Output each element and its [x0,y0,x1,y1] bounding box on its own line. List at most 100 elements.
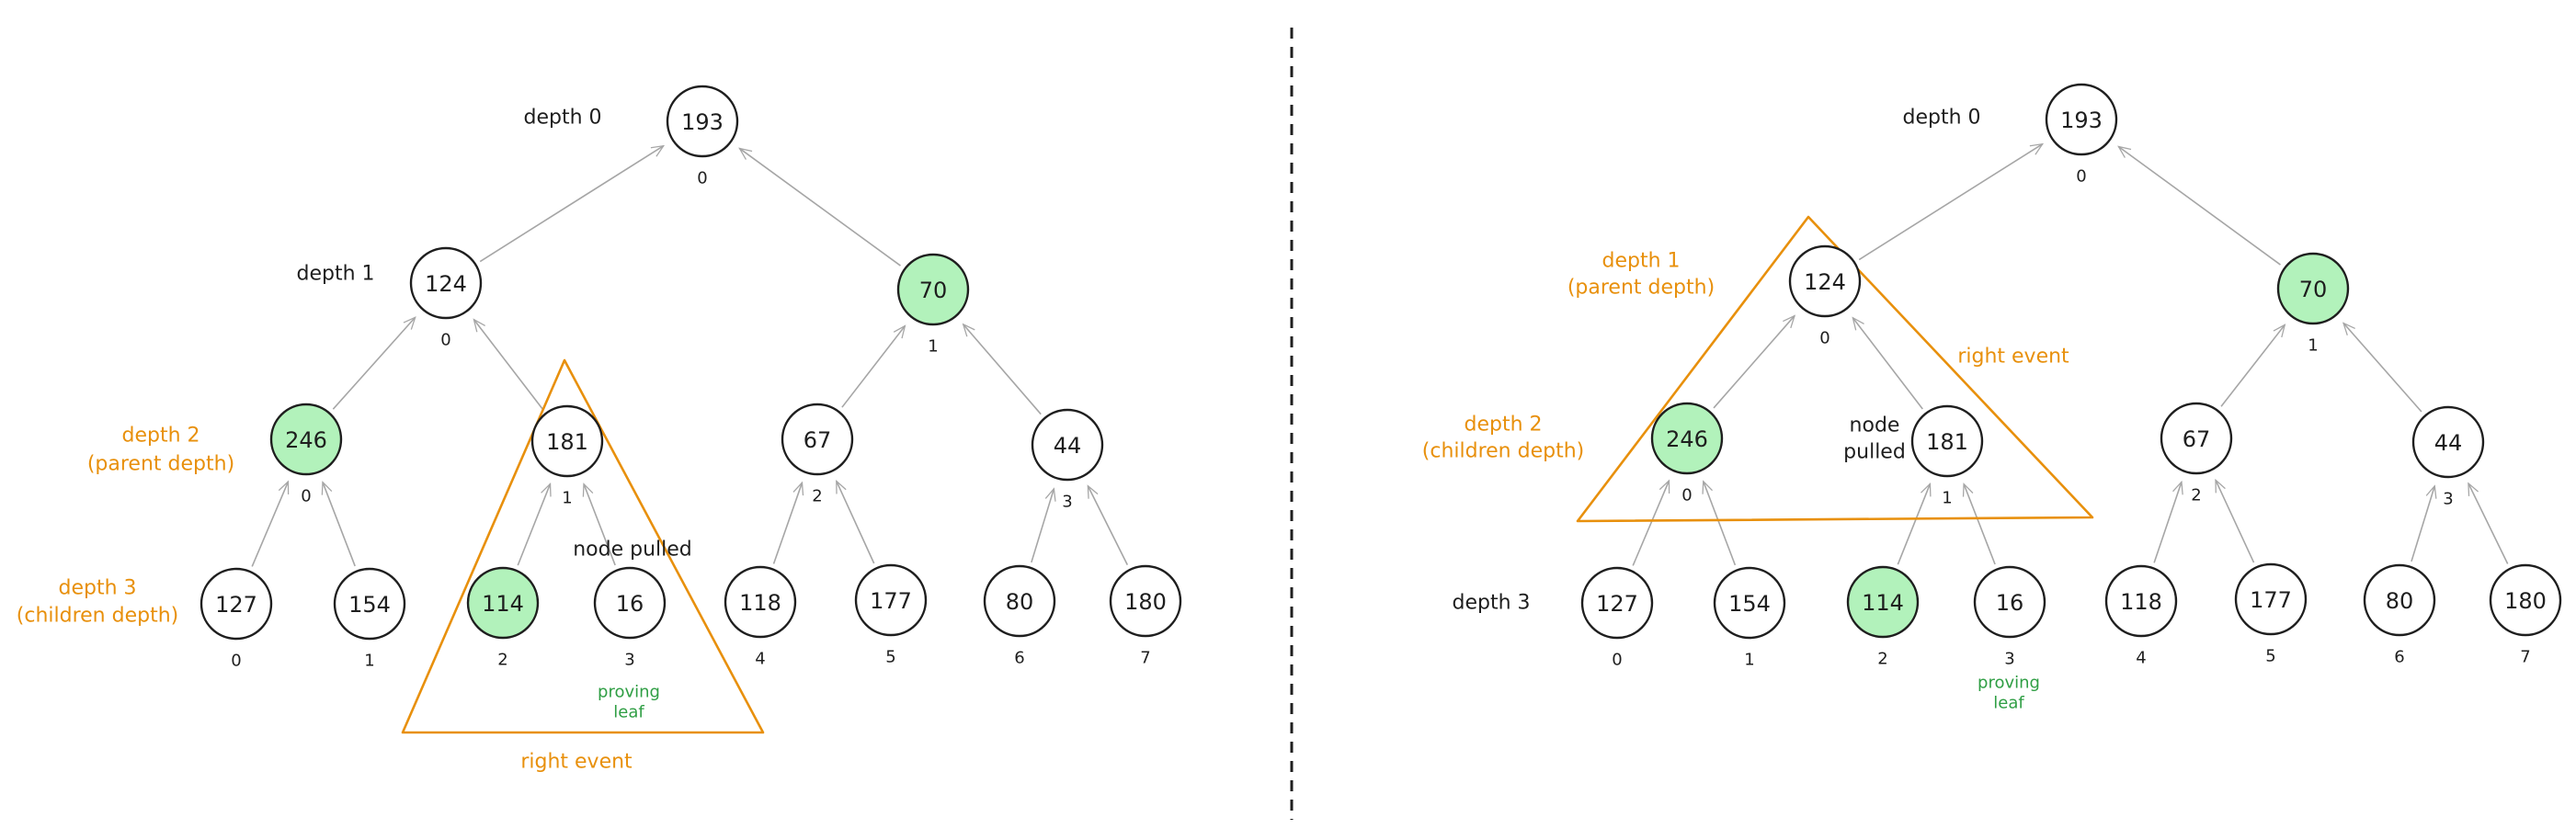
right-node-value-1: 124 [1804,269,1846,295]
right-node-value-7: 127 [1596,591,1638,617]
left-edge-3 [332,316,416,410]
left-node-value-0: 193 [681,109,724,135]
right-edge-11 [2153,480,2183,563]
right-tree-panel: 1930124070124601811672443127015411142163… [1422,83,2562,713]
left-node-value-6: 44 [1054,433,1082,459]
right-node-circle-0 [2045,83,2118,156]
left-node-index-0: 0 [697,169,707,188]
right-node-circle-9 [1846,565,1920,639]
right-node-circle-6 [2411,405,2485,479]
left-node-value-10: 16 [616,591,644,617]
left-proving-leaf-label: proving [598,683,660,702]
right-node-index-5: 2 [2191,486,2201,505]
left-depth3-label: depth 3 [58,577,136,600]
left-node-value-12: 177 [870,588,912,614]
left-node-index-1: 0 [440,331,450,350]
left-edge-5 [841,324,906,408]
right-node-index-10: 3 [2004,650,2014,669]
left-node-value-14: 180 [1124,589,1167,615]
left-node-value-3: 246 [285,427,327,453]
right-node-index-8: 1 [1744,651,1754,670]
right-node-circle-4 [1910,404,1984,478]
left-tree-node-6: 443 [1031,408,1104,512]
right-tree-node-13: 80 6 [2363,563,2436,667]
left-node-index-13: 6 [1014,649,1024,668]
left-node-circle-2 [896,253,970,326]
right-right-event-triangle [1576,215,2094,523]
left-tree-node-13: 80 6 [983,564,1056,668]
right-edge-14 [2468,482,2509,564]
right-node-value-13: 80 [2386,588,2414,614]
left-edge-13 [1031,487,1056,563]
right-node-value-8: 154 [1728,591,1771,617]
right-node-circle-10 [1973,565,2046,639]
right-node-circle-1 [1788,244,1862,318]
right-node-index-2: 1 [2308,336,2318,356]
right-tree-node-5: 672 [2160,402,2233,505]
right-node-circle-7 [1580,566,1654,640]
right-tree-node-2: 70 1 [2276,252,2350,356]
right-depth3-label: depth 3 [1452,592,1530,615]
left-node-value-11: 118 [739,590,781,616]
right-node-value-14: 180 [2504,588,2547,614]
right-node-value-2: 70 [2299,277,2328,302]
left-tree-node-11: 118 4 [724,565,797,669]
right-node-value-4: 181 [1926,429,1968,455]
left-node-circle-5 [781,403,854,476]
left-edge-9 [517,482,552,566]
right-node-circle-13 [2363,563,2436,637]
right-node-index-12: 5 [2265,647,2275,666]
left-node-circle-12 [854,563,928,637]
right-node-circle-14 [2489,563,2562,637]
left-node-index-11: 4 [755,650,765,669]
right-tree-node-10: 16 3 [1973,565,2046,669]
left-edge-10 [582,482,616,566]
right-node-index-0: 0 [2076,167,2086,187]
right-node-index-13: 6 [2394,648,2404,667]
left-node-circle-8 [333,567,406,641]
left-node-circle-3 [269,403,343,476]
left-node-value-13: 80 [1006,589,1034,615]
right-node-value-3: 246 [1666,426,1708,452]
right-proving-leaf-sublabel: leaf [1993,694,2024,713]
right-node-circle-2 [2276,252,2350,325]
right-edge-3 [1713,314,1796,409]
right-node-index-4: 1 [1942,489,1952,508]
left-tree-node-2: 701 [896,253,970,357]
left-node-index-7: 0 [231,652,241,671]
left-depth1-label: depth 1 [296,263,374,286]
left-node-value-4: 181 [546,429,588,455]
left-node-circle-4 [530,404,604,478]
left-tree-panel: 1930124070124601811672443127015411142163… [17,85,1182,774]
right-edge-7 [1632,479,1670,566]
right-edge-6 [2342,322,2422,413]
left-node-index-5: 2 [812,487,822,506]
right-node-circle-8 [1713,566,1786,640]
left-node-circle-6 [1031,408,1104,482]
left-node-circle-10 [593,566,667,640]
right-tree-edges [1632,142,2509,566]
left-node-value-8: 154 [348,592,391,618]
left-edge-7 [251,480,290,567]
right-node-value-10: 16 [1996,590,2024,616]
left-edge-4 [473,318,543,410]
right-edge-5 [2220,324,2286,407]
right-node-circle-5 [2160,402,2233,475]
left-node-circle-11 [724,565,797,639]
right-tree-nodes: 1930124070124601811672443127015411142163… [1580,83,2562,670]
